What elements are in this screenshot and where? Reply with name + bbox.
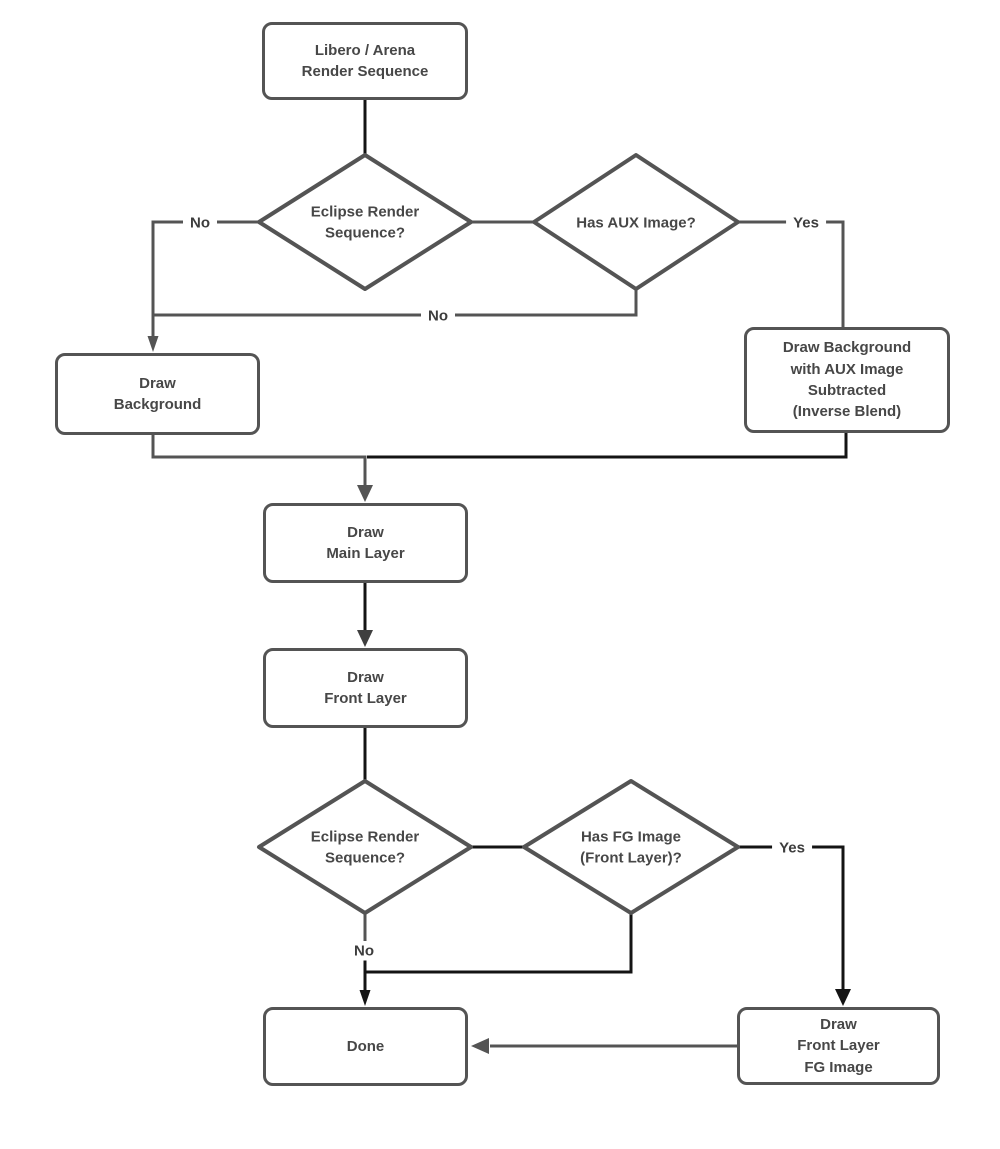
decision-diamond-eclipse-bottom xyxy=(257,779,473,915)
connector-draw-background-to-main xyxy=(151,435,367,486)
connector-aux-box-to-merge xyxy=(367,433,848,459)
decision-diamond-has-aux xyxy=(532,153,740,291)
node-draw-background: Draw Background xyxy=(55,353,260,435)
edge-label-no-eclipse-top: No xyxy=(183,213,217,233)
arrowhead-into-done-top xyxy=(359,990,371,1006)
edge-label-yes-has-aux: Yes xyxy=(786,213,826,233)
arrowhead-into-draw-main xyxy=(357,485,373,502)
connector-has-aux-no-merge xyxy=(153,289,638,317)
arrowhead-into-done-right xyxy=(471,1038,489,1054)
edge-label-yes-has-fg: Yes xyxy=(772,838,812,858)
connector-has-fg-yes-to-fg-box xyxy=(738,845,845,990)
decision-diamond-eclipse-top xyxy=(257,153,473,291)
arrowhead-into-draw-front xyxy=(357,630,373,647)
decision-diamond-has-fg xyxy=(522,779,740,915)
connector-eclipse-top-no-to-draw-background xyxy=(151,220,259,337)
connector-has-aux-yes-to-aux-box xyxy=(738,220,845,327)
node-draw-front-layer: Draw Front Layer xyxy=(263,648,468,728)
node-start: Libero / Arena Render Sequence xyxy=(262,22,468,100)
edge-label-no-has-aux: No xyxy=(421,306,455,326)
edge-label-no-eclipse-bottom: No xyxy=(347,941,381,961)
arrowhead-into-draw-background xyxy=(147,336,159,352)
node-draw-background-aux: Draw Background with AUX Image Subtracte… xyxy=(744,327,950,433)
node-draw-front-fg: Draw Front Layer FG Image xyxy=(737,1007,940,1085)
arrowhead-into-fg-box xyxy=(835,989,851,1006)
connector-has-fg-no-merge xyxy=(366,913,633,974)
node-draw-main-layer: Draw Main Layer xyxy=(263,503,468,583)
node-done: Done xyxy=(263,1007,468,1086)
